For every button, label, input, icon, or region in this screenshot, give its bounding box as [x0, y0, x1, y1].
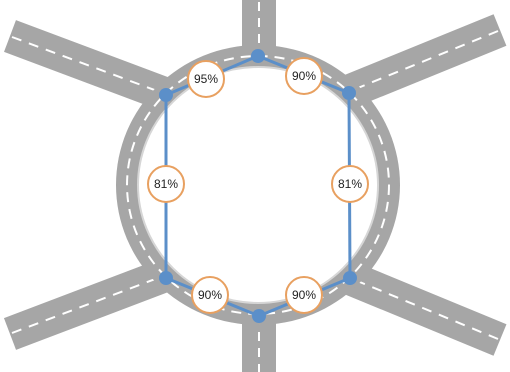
badge-right-label: 81%	[338, 177, 362, 191]
badge-bottom-right-label: 90%	[292, 288, 316, 302]
road-lower-left	[3, 258, 175, 350]
badge-top-right: 90%	[285, 57, 323, 95]
badge-left-label: 81%	[154, 177, 178, 191]
badge-bottom-right: 90%	[285, 276, 323, 314]
node-upper-left	[159, 88, 173, 102]
badge-top-left: 95%	[187, 60, 225, 98]
node-top	[251, 49, 265, 63]
approach-roads	[3, 0, 507, 372]
node-lower-right	[343, 271, 357, 285]
road-upper-right	[331, 14, 507, 112]
node-bottom	[252, 309, 266, 323]
badge-top-left-label: 95%	[194, 72, 218, 86]
badge-right: 81%	[331, 165, 369, 203]
road-lower-right	[333, 258, 507, 356]
segment-badges: 95% 90% 81% 81% 90% 90%	[147, 57, 369, 314]
route-nodes	[159, 49, 357, 323]
ring-road	[116, 45, 400, 325]
badge-bottom-left: 90%	[191, 276, 229, 314]
badge-left: 81%	[147, 165, 185, 203]
badge-bottom-left-label: 90%	[198, 288, 222, 302]
node-lower-left	[159, 271, 173, 285]
road-upper-left	[4, 20, 176, 112]
node-upper-right	[342, 86, 356, 100]
badge-top-right-label: 90%	[292, 69, 316, 83]
